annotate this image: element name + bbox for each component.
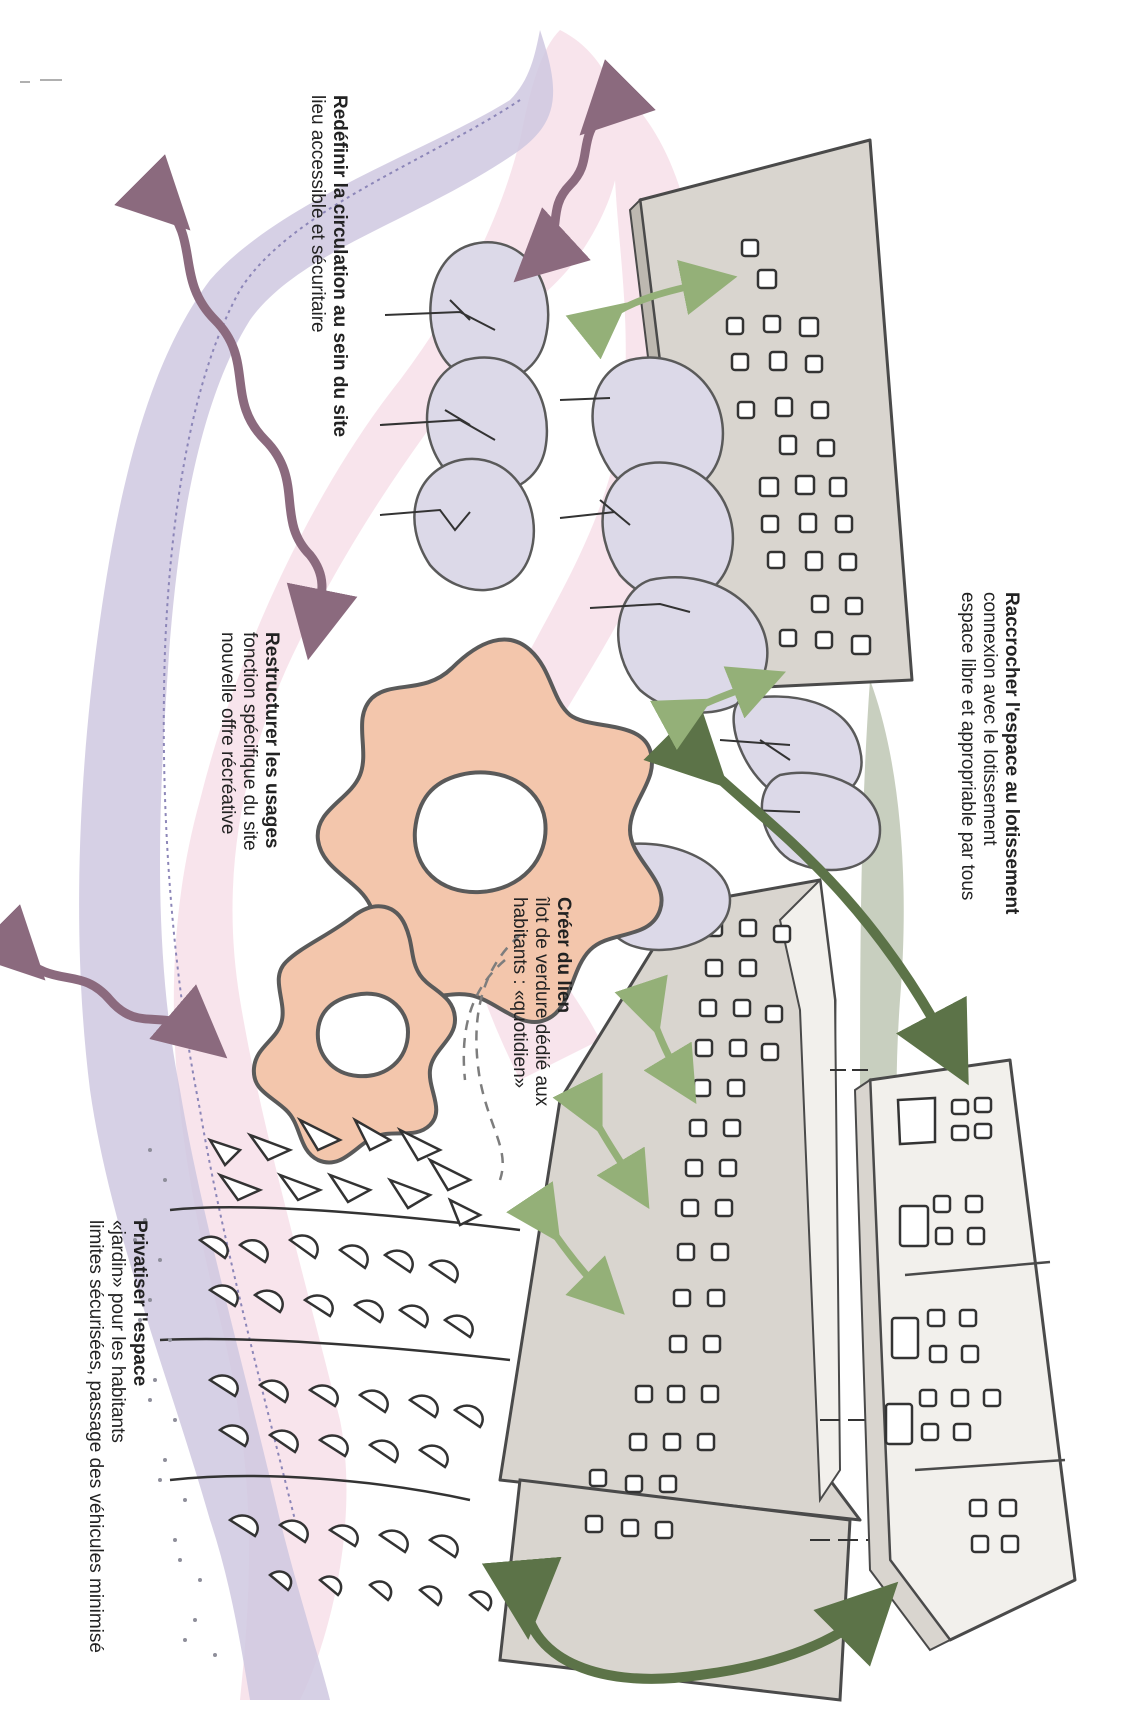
garden-stipple (133, 1148, 217, 1657)
circulation-arrows (0, 59, 656, 1059)
label-redefinir-circulation: Redéfinir la circulation au sein du site… (306, 95, 350, 437)
label-title: Raccrocher l'espace au lotissement (1001, 592, 1022, 915)
building-right (853, 1058, 1077, 1652)
label-title: Créer du lien (553, 897, 574, 1014)
label-line: «jardin» pour les habitants (107, 1220, 128, 1443)
label-title: Privatiser l'espace (129, 1220, 150, 1387)
label-line: fonction spécifique du site (239, 632, 260, 851)
label-line: îlot de verdure dédié aux (531, 897, 552, 1107)
tree (413, 457, 535, 592)
garden-vegetation (159, 1116, 521, 1612)
tree (760, 771, 882, 872)
dashed-loop (462, 934, 521, 1181)
label-raccrocher-espace: Raccrocher l'espace au lotissement conne… (956, 592, 1022, 914)
building-right-windows (884, 1096, 1020, 1554)
stray-mark (20, 79, 62, 83)
connection-arrows-dark (481, 703, 969, 1684)
label-line: connexion avec le lotissement (979, 592, 1000, 846)
label-privatiser-espace: Privatiser l'espace «jardin» pour les ha… (84, 1220, 150, 1653)
label-title: Restructurer les usages (261, 632, 282, 849)
label-line: nouvelle offre récréative (217, 632, 238, 835)
label-line: lieu accessible et sécuritaire (307, 95, 328, 333)
label-line: limites sécurisées, passage des véhicule… (85, 1220, 106, 1653)
label-restructurer-usages: Restructurer les usages fonction spécifi… (216, 632, 282, 851)
connection-arrows-light (506, 260, 786, 1315)
label-line: espace libre et appropriable par tous (957, 592, 978, 901)
label-title: Redéfinir la circulation au sein du site (329, 95, 350, 438)
label-line: habitants : «quotidien» (509, 897, 530, 1089)
label-creer-lien: Créer du lien îlot de verdure dédié aux … (508, 897, 574, 1106)
